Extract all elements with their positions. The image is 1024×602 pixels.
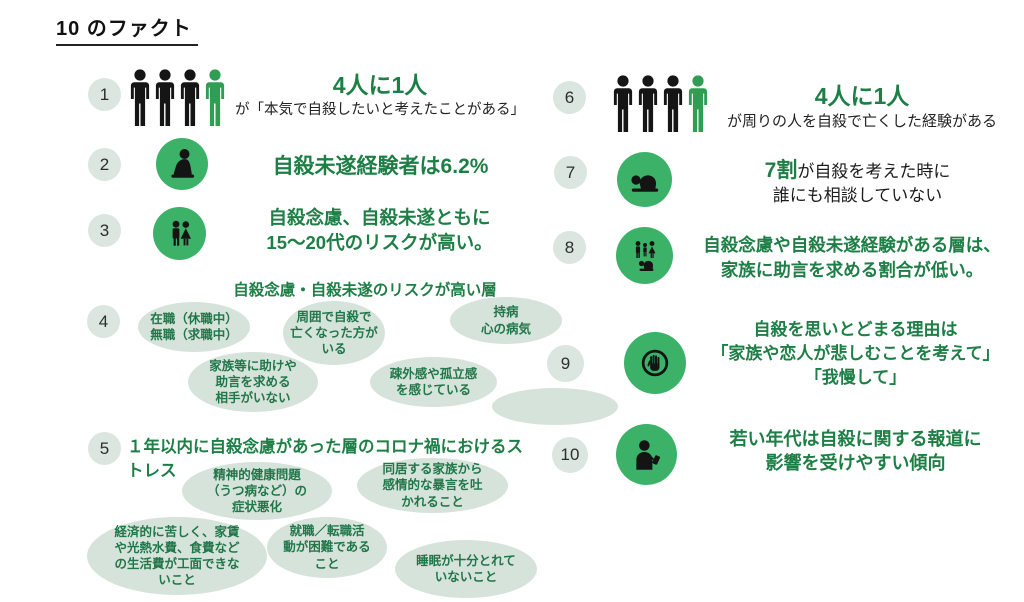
stress-bubble: 就職／転職活 動が困難である こと: [267, 517, 387, 578]
people-row-icon: [611, 74, 710, 134]
fact-number-5: 5: [88, 432, 121, 465]
stress-bubble: 同居する家族から 感情的な暴言を吐 かれること: [357, 458, 508, 513]
family-bowing-icon: [616, 227, 673, 284]
risk-bubble: 周囲で自殺で 亡くなった方が いる: [283, 301, 385, 365]
two-persons-icon: [153, 207, 206, 260]
bowing-person-icon: [617, 152, 672, 207]
fact-7-emphasis: 7割: [764, 159, 798, 182]
fact-7-rest: が自殺を考えた時に: [797, 162, 951, 181]
risk-bubble: 在職（休職中） 無職（求職中）: [138, 302, 250, 352]
fact-4-heading: 自殺念慮・自殺未遂のリスクが高い層: [233, 282, 497, 299]
person-with-phone-icon: [616, 424, 677, 485]
fact-6-text: 4人に1人 が周りの人を自殺で亡くした経験がある: [712, 83, 1012, 132]
people-row-icon: [128, 69, 227, 127]
fact-number-6: 6: [553, 81, 586, 114]
fact-number-8: 8: [553, 231, 586, 264]
fact-number-2: 2: [88, 148, 121, 181]
fact-number-10: 10: [552, 437, 588, 473]
risk-bubble: 家族等に助けや 助言を求める 相手がいない: [188, 352, 318, 412]
page-title: 10 のファクト: [56, 12, 198, 46]
person-icon-green: [688, 75, 708, 132]
fact-number-7: 7: [554, 156, 587, 189]
fact-6-sub: が周りの人を自殺で亡くした経験がある: [726, 113, 997, 131]
stress-bubble: 精神的健康問題 （うつ病など）の 症状悪化: [182, 462, 332, 520]
fact-3-line2: 15〜20代のリスクが高い。: [266, 231, 493, 253]
fact-9-line2: 「家族や恋人が悲しむことを考えて」: [711, 343, 1000, 363]
person-icon: [613, 75, 633, 132]
fact-7-line2: 誰にも相談していない: [772, 186, 943, 206]
fact-5-heading: １年以内に自殺念慮があった層のコロナ禍におけるストレス: [127, 438, 523, 480]
person-icon-green: [205, 69, 225, 126]
fact-3-text: 自殺念慮、自殺未遂ともに 15〜20代のリスクが高い。: [232, 206, 527, 256]
fact-number-1: 1: [88, 78, 121, 111]
person-icon: [663, 75, 683, 132]
fact-9-text: 自殺を思いとどまる理由は 「家族や恋人が悲しむことを考えて」 「我慢して」: [688, 318, 1023, 389]
stop-hand-icon: [624, 332, 686, 394]
fact-2-headline: 自殺未遂経験者は6.2%: [272, 155, 489, 178]
fact-6-headline: 4人に1人: [814, 83, 910, 109]
fact-1-headline: 4人に1人: [332, 72, 428, 98]
fact-9-line3: 「我慢して」: [804, 367, 907, 387]
fact-1-text: 4人に1人 が「本気で自殺したいと考えたことがある」: [235, 72, 525, 120]
fact-number-9: 9: [547, 345, 584, 382]
fact-10-line2: 影響を受けやすい傾向: [765, 453, 946, 474]
fact-8-text: 自殺念慮や自殺未遂経験がある層は、 家族に助言を求める割合が低い。: [682, 233, 1022, 282]
fact-9-line1: 自殺を思いとどまる理由は: [753, 320, 958, 339]
person-icon: [638, 75, 658, 132]
stress-bubble: 経済的に苦しく、家賃 や光熱水費、食費など の生活費が工面できな いこと: [87, 517, 267, 595]
risk-bubble: 疎外感や孤立感 を感じている: [370, 357, 497, 407]
fact-3-line1: 自殺念慮、自殺未遂ともに: [268, 207, 491, 228]
fact-7-text: 7割が自殺を考えた時に 誰にも相談していない: [700, 157, 1015, 208]
fact-number-4: 4: [87, 305, 120, 338]
decorative-bubble: [492, 388, 618, 425]
fact-10-line1: 若い年代は自殺に関する報道に: [729, 429, 982, 449]
fact-2-text: 自殺未遂経験者は6.2%: [238, 150, 523, 180]
person-icon: [155, 69, 175, 126]
risk-bubble: 持病 心の病気: [450, 297, 562, 344]
kneeling-person-icon: [156, 138, 208, 190]
fact-number-3: 3: [88, 214, 121, 247]
person-icon: [130, 69, 150, 126]
fact-8-line2: 家族に助言を求める割合が低い。: [720, 259, 984, 280]
fact-10-text: 若い年代は自殺に関する報道に 影響を受けやすい傾向: [688, 427, 1023, 476]
person-icon: [180, 69, 200, 126]
fact-8-line1: 自殺念慮や自殺未遂経験がある層は、: [703, 235, 1001, 255]
stress-bubble: 睡眠が十分とれて いないこと: [395, 540, 537, 598]
fact-1-sub: が「本気で自殺したいと考えたことがある」: [235, 102, 525, 119]
